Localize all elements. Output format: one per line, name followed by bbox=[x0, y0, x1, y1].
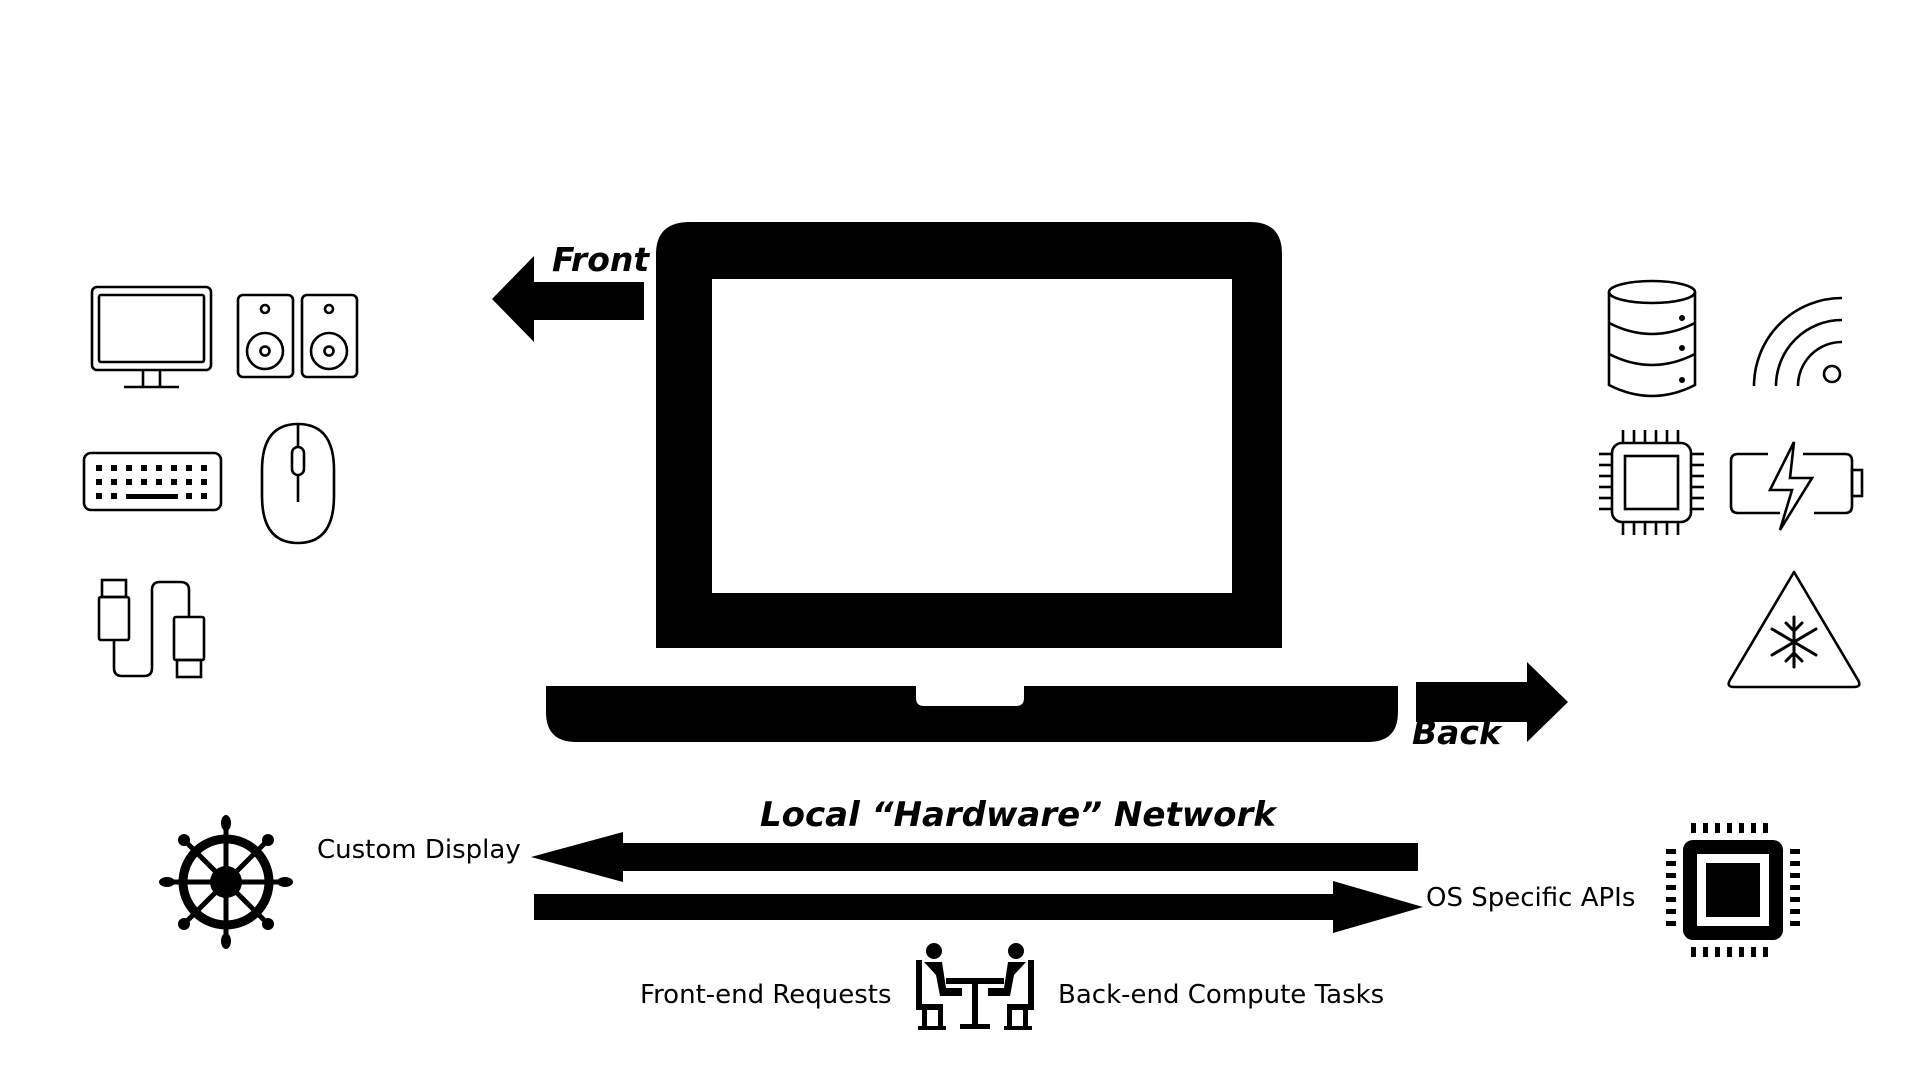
speakers-icon bbox=[236, 293, 359, 379]
custom-display-label: Custom Display bbox=[317, 835, 521, 865]
usb-cable-icon bbox=[97, 578, 206, 679]
mouse-icon bbox=[260, 422, 336, 545]
front-label: Front bbox=[552, 240, 650, 279]
os-apis-arrow bbox=[534, 881, 1423, 933]
wireless-signal-icon bbox=[1752, 296, 1843, 387]
battery-charging-icon bbox=[1729, 441, 1864, 531]
laptop-screen bbox=[656, 222, 1282, 648]
helm-wheel-icon bbox=[159, 815, 293, 949]
back-arrow bbox=[1416, 662, 1568, 742]
back-label: Back bbox=[1412, 713, 1501, 752]
os-apis-label: OS Specific APIs bbox=[1426, 883, 1636, 913]
front-arrow bbox=[492, 256, 644, 342]
meeting-people-icon bbox=[916, 943, 1034, 1030]
database-icon bbox=[1607, 279, 1697, 398]
backend-tasks-label: Back-end Compute Tasks bbox=[1058, 980, 1385, 1010]
network-title: Local “Hardware” Network bbox=[760, 795, 1276, 835]
cpu-chip-icon bbox=[1599, 430, 1704, 535]
custom-display-arrow bbox=[531, 832, 1418, 882]
laptop-icon bbox=[546, 222, 1398, 742]
cooling-warning-icon bbox=[1727, 570, 1861, 689]
processor-icon bbox=[1666, 823, 1800, 957]
laptop-base bbox=[546, 686, 1398, 742]
keyboard-icon bbox=[82, 451, 223, 512]
monitor-icon bbox=[90, 285, 213, 389]
frontend-requests-label: Front-end Requests bbox=[640, 980, 892, 1010]
